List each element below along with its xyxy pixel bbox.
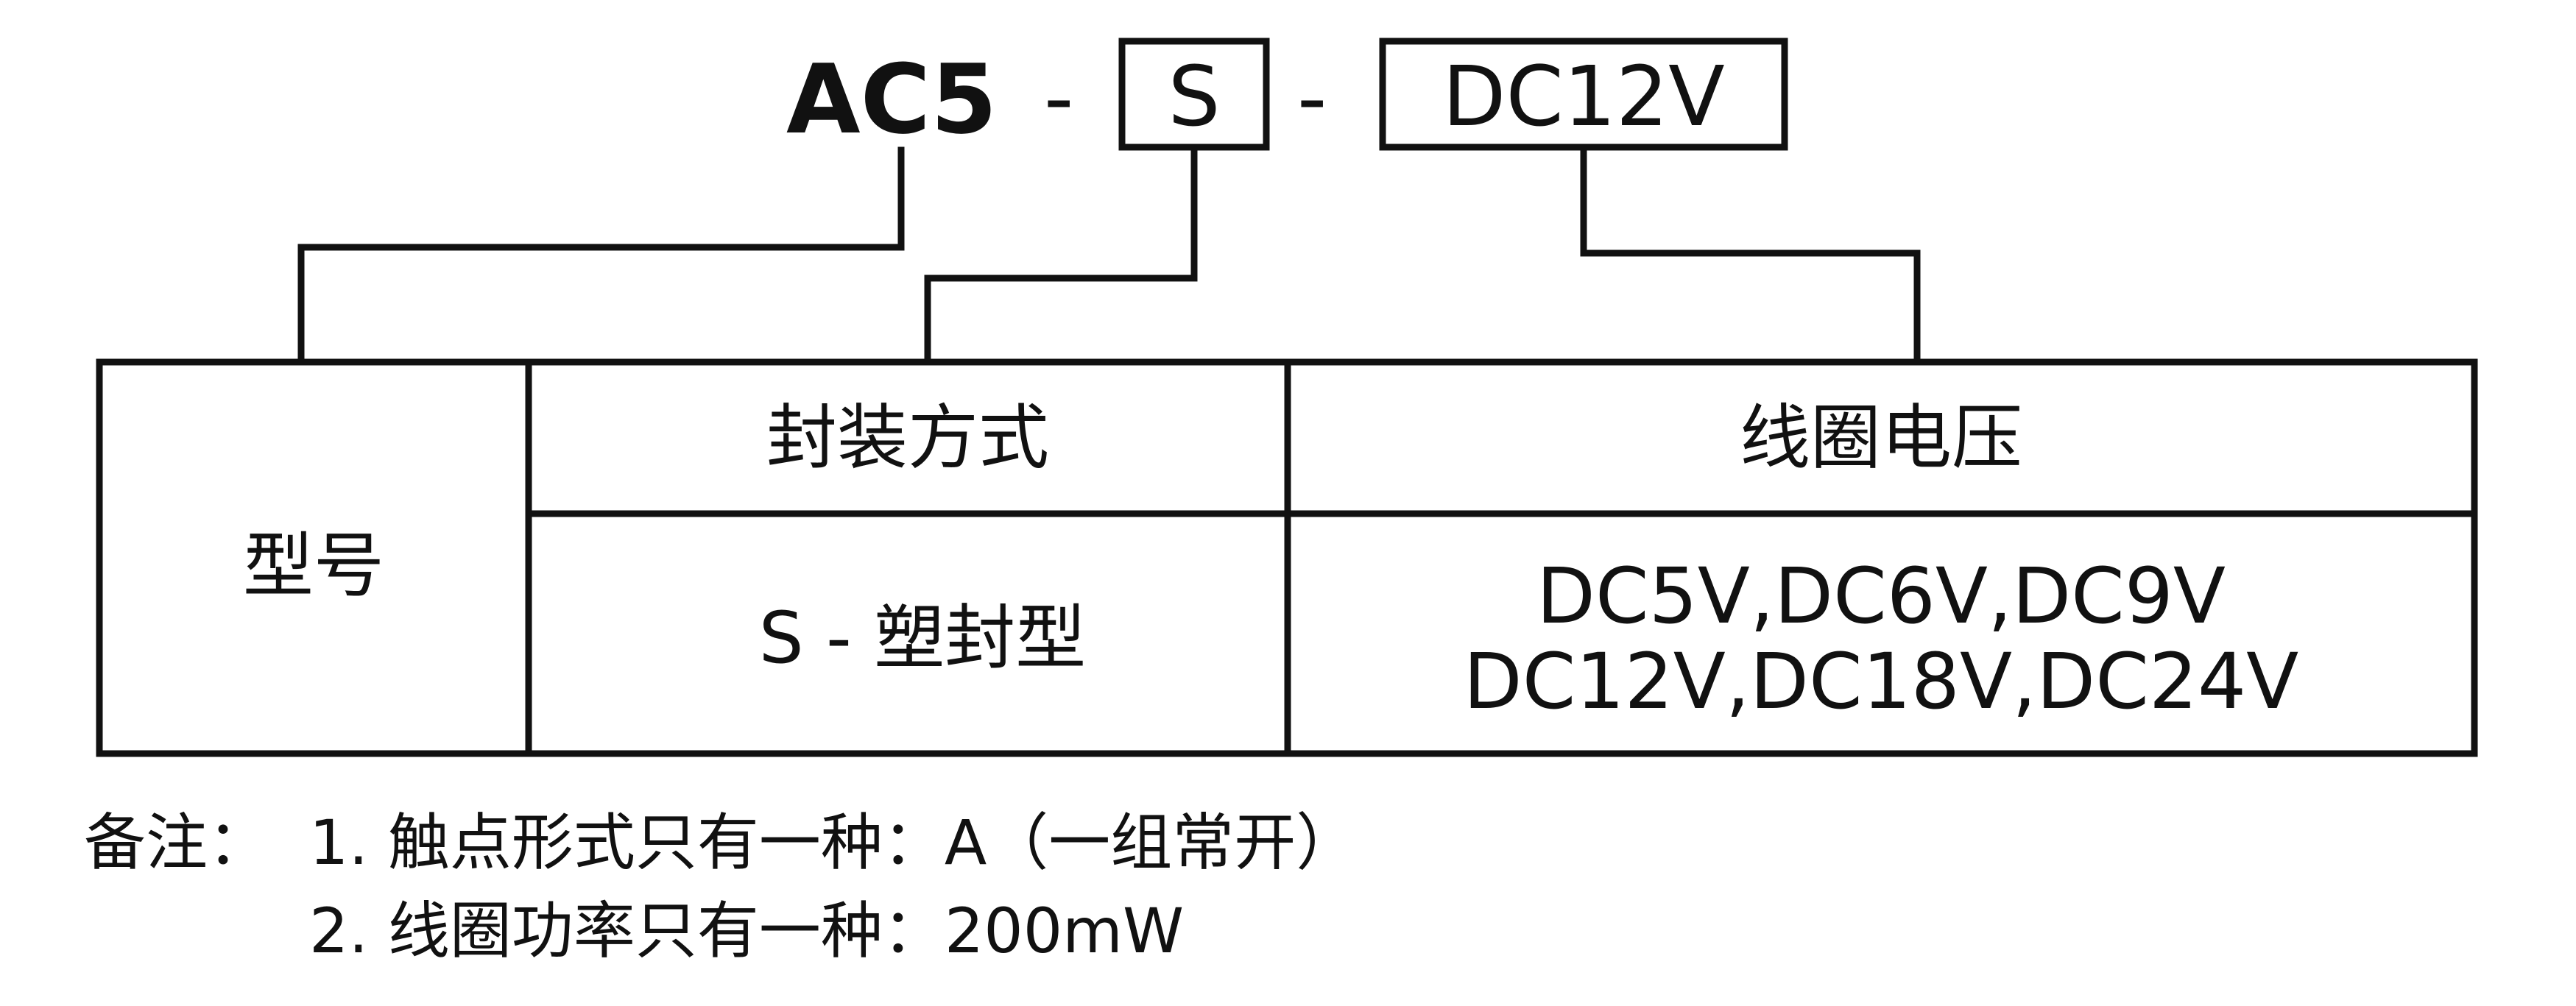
voltage-code: DC12V (1442, 49, 1725, 145)
separator-dash-1: - (1044, 51, 1073, 146)
spec-table: 型号 封装方式 线圈电压 S - 塑封型 DC5V,DC6V,DC9V DC12… (96, 358, 2478, 757)
leader-line-package (924, 146, 1198, 366)
model-label: 型号 (243, 525, 384, 607)
leader-lines (297, 146, 1921, 366)
package-code: S (1168, 49, 1220, 145)
voltage-values-line-1: DC5V,DC6V,DC9V (1536, 551, 2226, 641)
package-header: 封装方式 (766, 397, 1049, 479)
leader-line-voltage (1580, 146, 1921, 366)
voltage-values-line-2: DC12V,DC18V,DC24V (1464, 637, 2299, 726)
notes: 备注： 1. 触点形式只有一种：A（一组常开） 2. 线圈功率只有一种：200m… (84, 807, 1358, 967)
separator-dash-2: - (1297, 51, 1327, 146)
voltage-header: 线圈电压 (1740, 397, 2022, 479)
leader-line-model (297, 146, 905, 366)
notes-prefix: 备注： (84, 807, 269, 879)
note-contact-form: 1. 触点形式只有一种：A（一组常开） (309, 807, 1358, 879)
part-code-row: AC5 - S - DC12V (786, 38, 1788, 155)
note-coil-power: 2. 线圈功率只有一种：200mW (309, 895, 1184, 967)
model-code: AC5 (786, 43, 997, 155)
package-value: S - 塑封型 (759, 597, 1087, 679)
